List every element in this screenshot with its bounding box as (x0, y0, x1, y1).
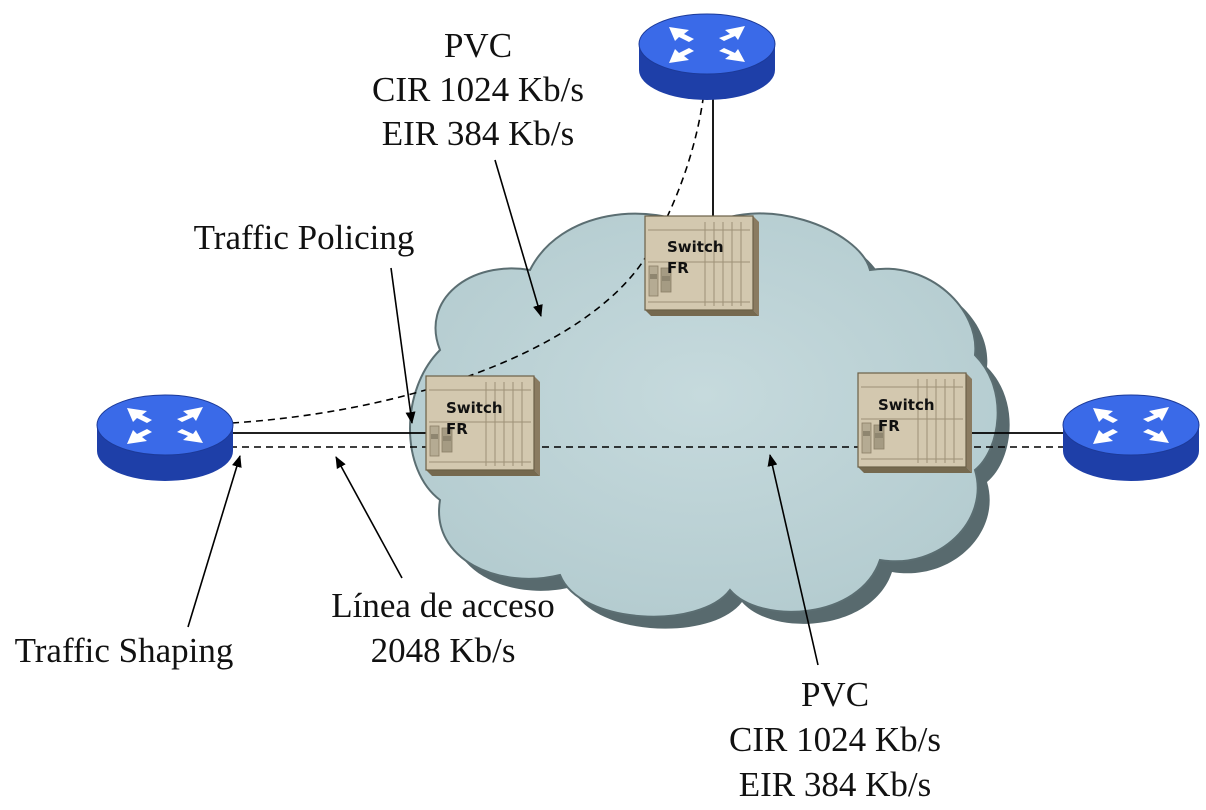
pvc-top-path (231, 64, 707, 424)
router-icon-top (638, 13, 776, 101)
pvc-top-title: PVC (444, 26, 512, 65)
switch-right-label-2: FR (878, 417, 900, 435)
arrow-pvc-top (494, 159, 543, 317)
arrow-access-line (335, 456, 403, 579)
arrow-traffic-policing (390, 267, 416, 424)
pvc-top-eir: EIR 384 Kb/s (382, 114, 575, 153)
arrow-pvc-bottom (767, 454, 819, 666)
pvc-bottom-label: PVC CIR 1024 Kb/s EIR 384 Kb/s (729, 675, 941, 804)
access-line-speed: 2048 Kb/s (371, 631, 516, 670)
cloud-icon (409, 212, 1010, 629)
frame-relay-switch-icon-right: Switch FR (857, 372, 973, 474)
pvc-bottom-title: PVC (801, 675, 869, 714)
switch-top-label-1: Switch (667, 238, 724, 256)
frame-relay-switch-icon-left: Switch FR (425, 375, 541, 477)
pvc-links (230, 64, 1065, 448)
router-icon-left (96, 394, 234, 482)
access-line-title: Línea de acceso (331, 586, 554, 625)
frame-relay-switch-icon-top: Switch FR (644, 215, 760, 317)
pvc-top-cir: CIR 1024 Kb/s (372, 70, 584, 109)
switch-left-label-2: FR (446, 420, 468, 438)
callout-arrows (187, 159, 819, 666)
pvc-top-label: PVC CIR 1024 Kb/s EIR 384 Kb/s (372, 26, 584, 153)
pvc-bottom-cir: CIR 1024 Kb/s (729, 720, 941, 759)
switch-left-label-1: Switch (446, 399, 503, 417)
router-icon-right (1062, 394, 1200, 482)
switch-right-label-1: Switch (878, 396, 935, 414)
switch-top-label-2: FR (667, 259, 689, 277)
pvc-bottom-eir: EIR 384 Kb/s (739, 765, 932, 804)
traffic-policing-label: Traffic Policing (194, 218, 415, 257)
access-line-label: Línea de acceso 2048 Kb/s (331, 586, 554, 670)
physical-links (230, 90, 1065, 434)
arrow-traffic-shaping (187, 455, 242, 628)
traffic-shaping-label: Traffic Shaping (15, 631, 234, 670)
